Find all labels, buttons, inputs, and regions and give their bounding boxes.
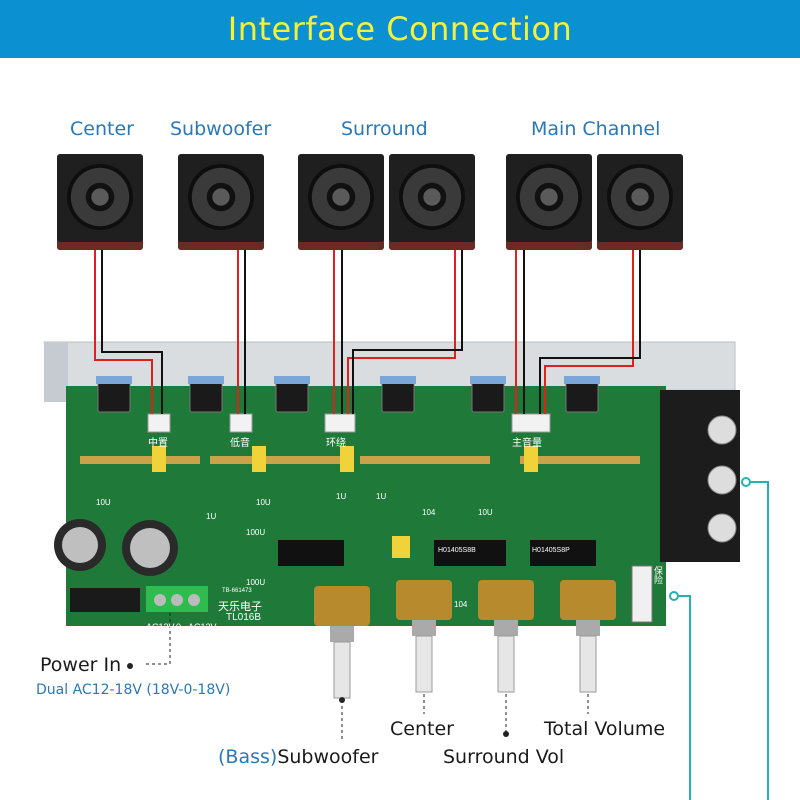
cap-label-6: 1U xyxy=(206,512,217,521)
title-banner: Interface Connection xyxy=(0,0,800,58)
cap-label-10: 104 xyxy=(454,600,468,609)
board-brand: 天乐电子 xyxy=(218,601,262,613)
fuse-label: 保险 xyxy=(653,566,663,584)
power-transistors xyxy=(97,381,599,413)
potentiometers xyxy=(314,580,616,699)
speaker-center xyxy=(57,154,143,250)
bass-prefix: (Bass) xyxy=(218,746,278,768)
callout-lines xyxy=(146,612,589,740)
speaker-wires xyxy=(94,250,641,414)
callout-power-spec: Dual AC12-18V (18V-0-18V) xyxy=(36,682,231,698)
cap-label-4: 10U xyxy=(256,498,271,507)
cap-label-9: 10U xyxy=(478,508,493,517)
cap-label-8: 1U xyxy=(376,492,387,501)
rca-jack-1 xyxy=(707,415,737,445)
rca-jack-2 xyxy=(707,465,737,495)
cap-label-5: 104 xyxy=(422,508,436,517)
callout-surround-vol: Surround Vol xyxy=(443,746,565,768)
speaker-connectors xyxy=(147,413,551,433)
board-code: TB-661473 xyxy=(222,588,252,594)
ic-chips xyxy=(278,540,596,566)
speaker-main-left xyxy=(506,154,592,250)
speaker-subwoofer xyxy=(178,154,264,250)
board-model: TL016B xyxy=(226,612,262,623)
resistor-row xyxy=(80,456,640,464)
subwoofer-text: Subwoofer xyxy=(277,746,379,768)
label-surround-speakers: Surround xyxy=(341,118,428,140)
ic-label-2: H01405S8P xyxy=(532,547,570,554)
terminal-label-mid: 0 xyxy=(176,622,182,632)
connector-label-center: 中置 xyxy=(148,438,168,449)
cap-label-7: 1U xyxy=(336,492,347,501)
connector-label-surround: 环绕 xyxy=(326,438,346,449)
power-in-text: Power In xyxy=(40,654,122,676)
connector-label-bass: 低音 xyxy=(230,438,250,449)
ic-label-1: H01405S8B xyxy=(438,547,476,554)
callout-subwoofer: (Bass)Subwoofer xyxy=(218,746,378,768)
rca-jack-3 xyxy=(707,513,737,543)
power-in-dot xyxy=(127,662,134,669)
transistor-tabs xyxy=(96,376,600,384)
speaker-surround-left xyxy=(298,154,384,250)
teal-lines xyxy=(676,481,769,800)
callout-power-in: Power In xyxy=(40,654,134,676)
terminal-label-right: AC12V xyxy=(188,622,217,632)
cap-label-3: 10U xyxy=(96,498,111,507)
callout-total-volume: Total Volume xyxy=(544,718,666,740)
film-capacitors xyxy=(152,446,538,558)
mode-switch xyxy=(631,565,653,623)
banner-title: Interface Connection xyxy=(227,10,573,48)
callout-center: Center xyxy=(390,718,454,740)
terminal-label-left: AC12V xyxy=(146,622,175,632)
label-subwoofer-speaker: Subwoofer xyxy=(170,118,272,140)
label-main-speakers: Main Channel xyxy=(531,118,661,140)
label-center-speaker: Center xyxy=(70,118,134,140)
heatsink-side xyxy=(44,342,68,402)
speaker-main-right xyxy=(597,154,683,250)
cap-label-1: 100U xyxy=(246,528,266,537)
speaker-surround-right xyxy=(389,154,475,250)
connector-label-main: 主音量 xyxy=(512,438,542,449)
cap-label-2: 100U xyxy=(246,578,266,587)
transformer-block xyxy=(70,588,140,612)
